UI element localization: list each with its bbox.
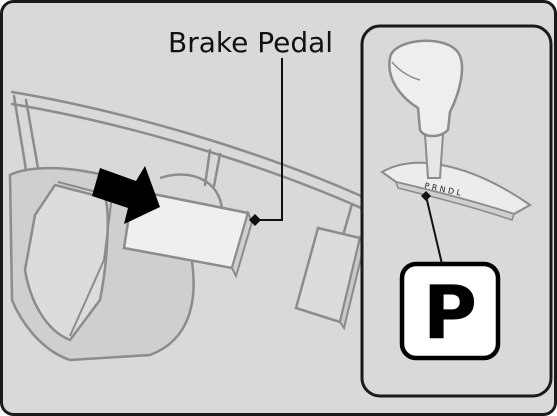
gear-badge	[399, 261, 501, 361]
shifter-knob-crease	[391, 61, 421, 81]
shifter-knob	[388, 39, 464, 138]
leader-dot-icon	[249, 214, 261, 226]
gear-leader-dot-icon	[421, 191, 431, 201]
left-pedal	[23, 183, 109, 342]
brake-pedal-label: Brake Pedal	[168, 26, 333, 59]
gear-leader	[425, 195, 443, 265]
brake-pedal-leader	[255, 58, 283, 221]
gear-position-letter: P	[423, 270, 477, 356]
right-arrow-icon	[92, 166, 160, 224]
left-pedal-face	[57, 181, 114, 337]
footwell-lineart	[10, 90, 372, 234]
